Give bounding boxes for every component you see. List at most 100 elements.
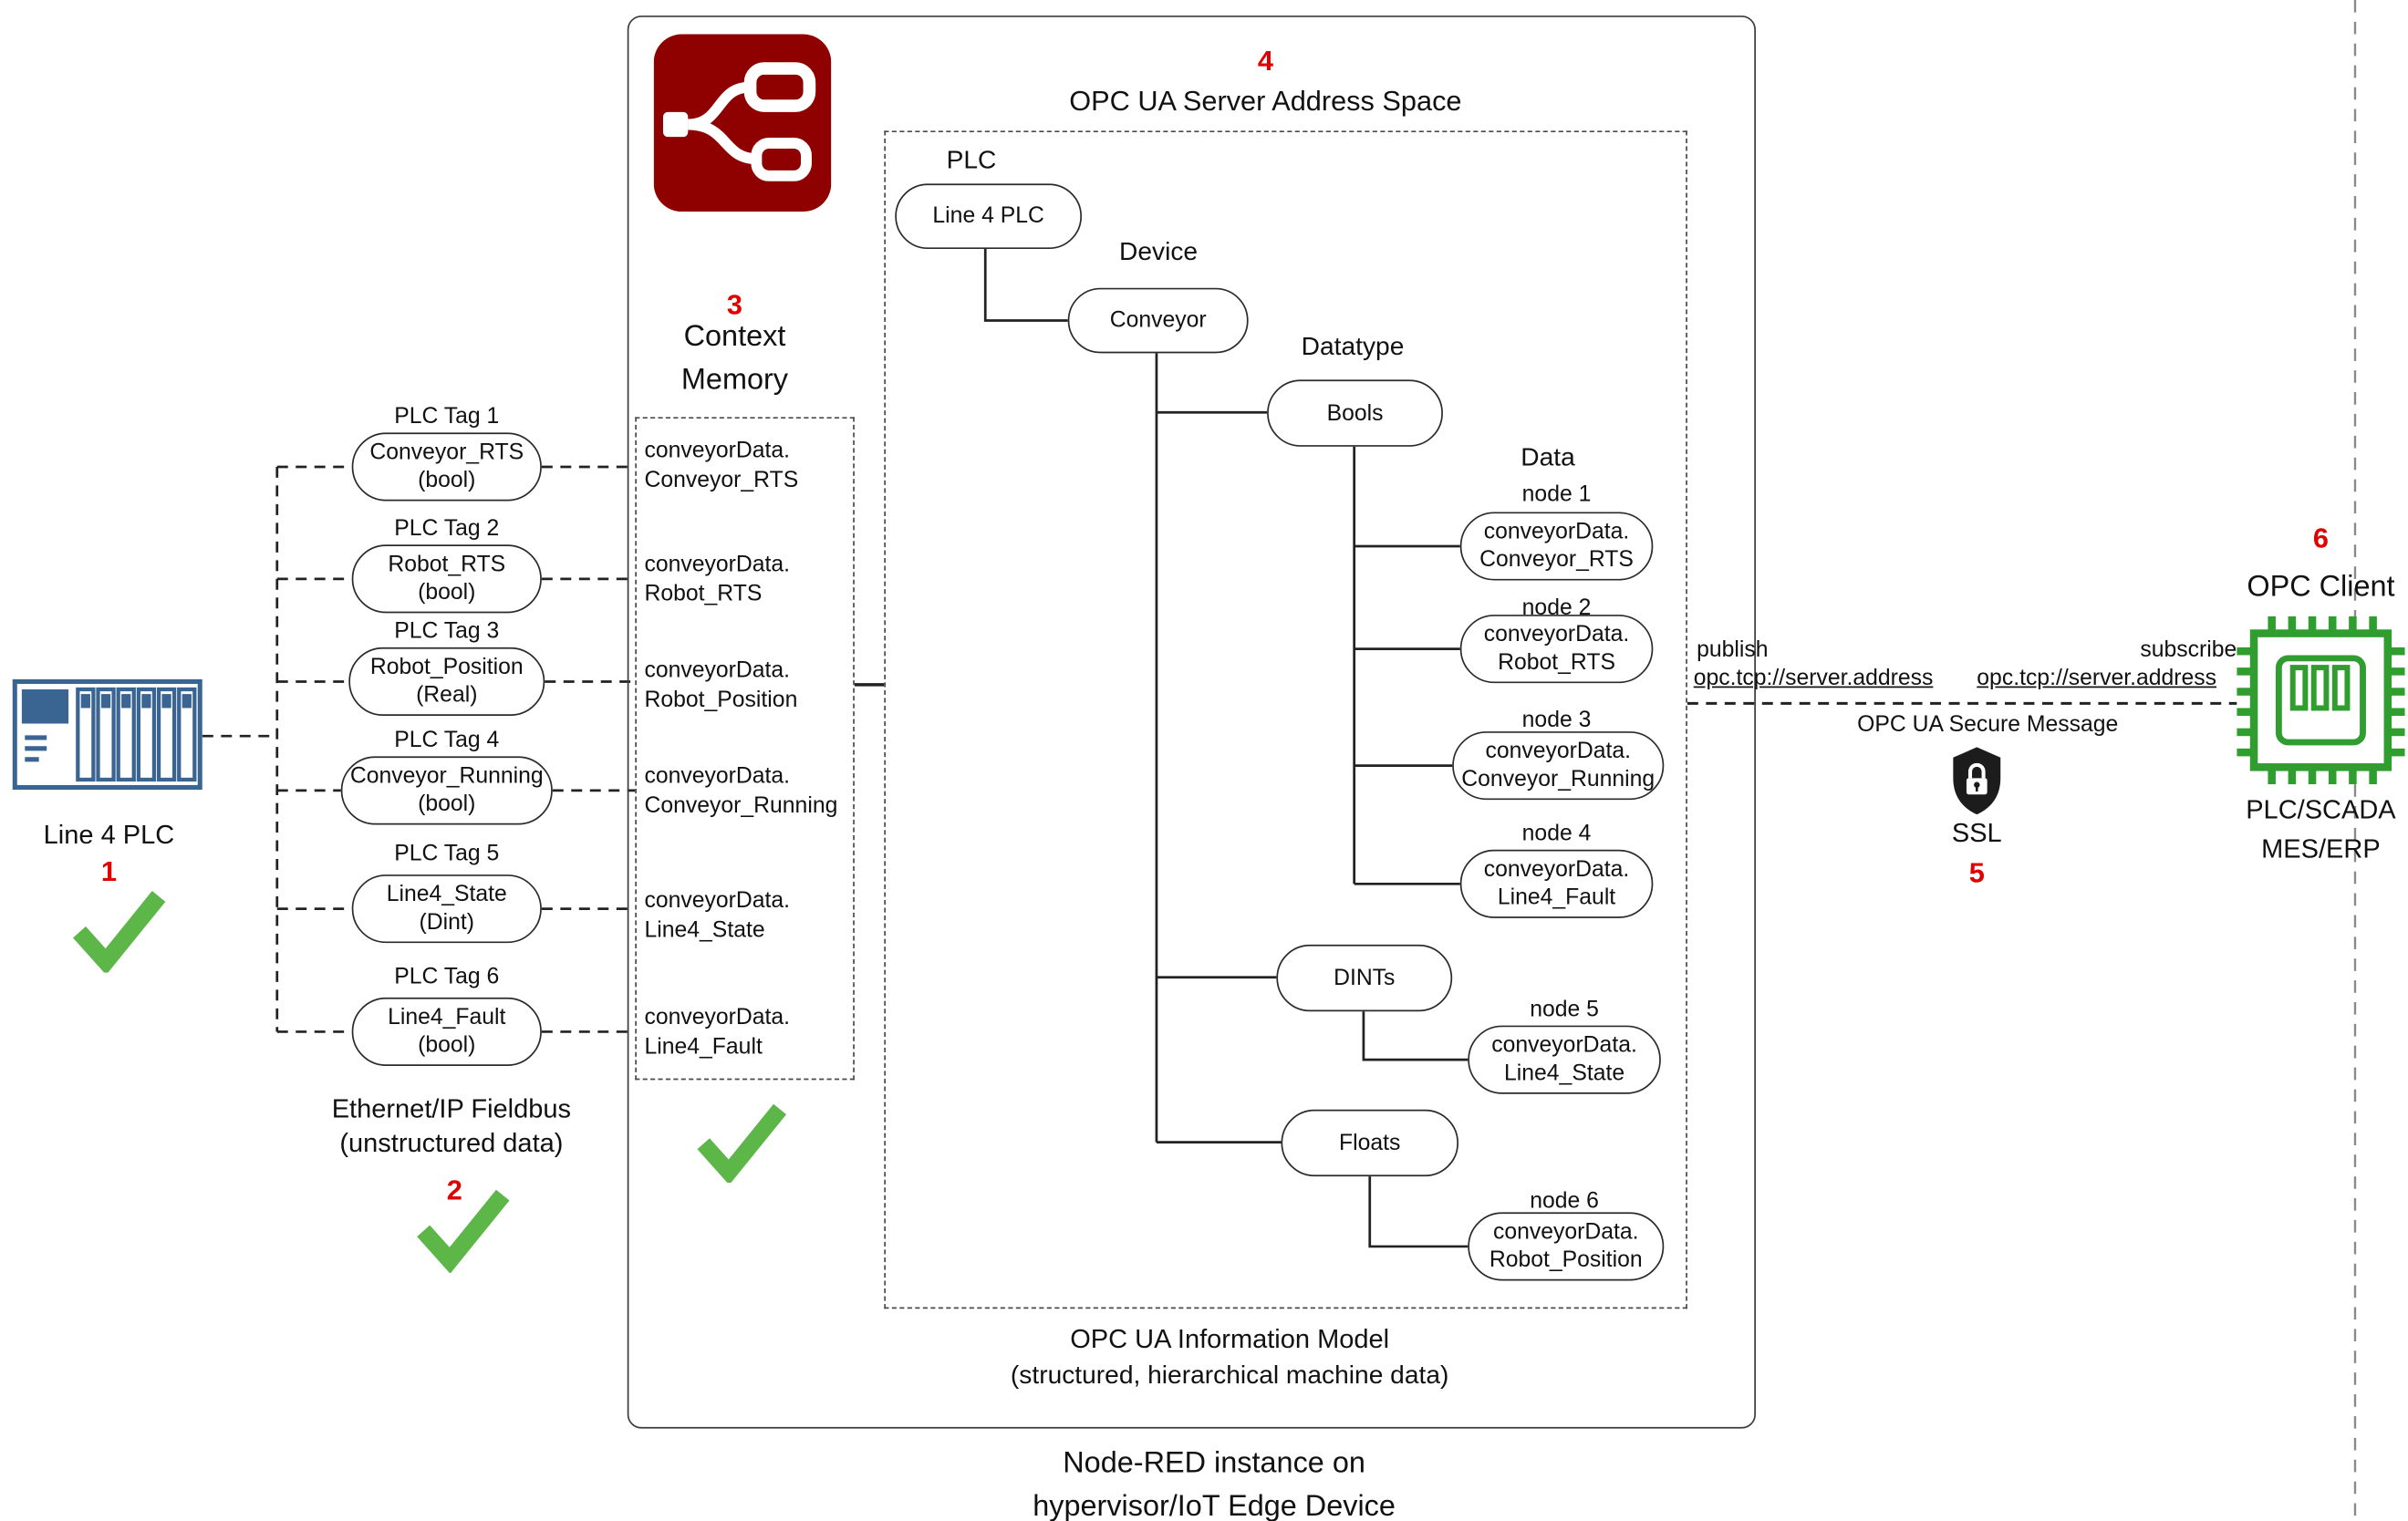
tag-5-label: PLC Tag 5	[394, 842, 500, 867]
address-space-title: OPC UA Server Address Space	[1069, 85, 1462, 117]
tag-2-oval: Robot_RTS (bool)	[351, 544, 542, 614]
level-plc-label: PLC	[946, 146, 997, 175]
step-6-number: 6	[2312, 523, 2329, 554]
step-5-number: 5	[1968, 857, 1985, 889]
tag-4-oval: Conveyor_Running (bool)	[340, 756, 553, 825]
tag-2-label: PLC Tag 2	[394, 516, 500, 542]
tree-device-node-label: Conveyor	[1109, 307, 1207, 334]
secure-message-label: OPC UA Secure Message	[1857, 712, 2119, 738]
client-caption-line1: PLC/SCADA	[2246, 795, 2396, 825]
tree-device-node: Conveyor	[1067, 287, 1249, 354]
node-5-oval: conveyorData. Line4_State	[1468, 1025, 1661, 1094]
node-6-oval: conveyorData. Robot_Position	[1468, 1212, 1665, 1281]
tag-4-type: (bool)	[418, 792, 476, 817]
node-3-label: node 3	[1521, 708, 1592, 733]
publish-address: opc.tcp://server.address	[1693, 666, 1934, 691]
tag-2-type: (bool)	[418, 580, 476, 605]
plc-label: Line 4 PLC	[43, 820, 175, 850]
context-item-2: conveyorData. Robot_RTS	[645, 551, 850, 610]
nodered-caption-line2: hypervisor/IoT Edge Device	[1033, 1490, 1396, 1521]
plc-icon	[12, 678, 202, 791]
tag-3-label: PLC Tag 3	[394, 619, 500, 645]
context-memory-title-line2: Memory	[680, 364, 789, 398]
tree-dints-label: DINTs	[1334, 965, 1396, 991]
node-6-line2: Robot_Position	[1489, 1247, 1643, 1273]
node-4-label: node 4	[1521, 822, 1592, 847]
shield-ssl-icon	[1953, 747, 2001, 815]
tree-bools-node: Bools	[1267, 379, 1443, 447]
context-memory-box	[635, 417, 855, 1081]
tag-6-label: PLC Tag 6	[394, 965, 500, 990]
node-6-label: node 6	[1530, 1188, 1599, 1215]
node-2-line1: conveyorData.	[1483, 622, 1630, 647]
level-datatype-label: Datatype	[1301, 333, 1405, 361]
node-4-oval: conveyorData. Line4_Fault	[1459, 849, 1654, 918]
context-item-1-line1: conveyorData.	[644, 439, 791, 464]
fieldbus-caption-line2: (unstructured data)	[339, 1128, 564, 1158]
node-5-line2: Line4_State	[1504, 1061, 1625, 1087]
node-1-line1: conveyorData.	[1483, 519, 1630, 545]
node-5-label: node 5	[1530, 997, 1599, 1023]
context-item-4: conveyorData. Conveyor_Running	[645, 762, 850, 822]
tag-6-name: Line4_Fault	[388, 1005, 506, 1030]
tag-6-type: (bool)	[418, 1033, 476, 1059]
opc-client-title: OPC Client	[2247, 571, 2395, 605]
publish-label: publish	[1697, 637, 1769, 663]
tag-1-name: Conveyor_RTS	[369, 440, 524, 466]
node-1-line2: Conveyor_RTS	[1479, 547, 1634, 574]
node-1-oval: conveyorData. Conveyor_RTS	[1459, 512, 1654, 581]
check-icon-fieldbus	[417, 1189, 510, 1273]
address-space-box	[884, 130, 1687, 1309]
context-item-4-line2: Conveyor_Running	[644, 793, 838, 819]
nodered-caption-line1: Node-RED instance on	[1063, 1447, 1365, 1480]
tree-dints-node: DINTs	[1276, 944, 1453, 1012]
context-item-4-line1: conveyorData.	[644, 763, 791, 790]
level-data-label: Data	[1521, 443, 1575, 472]
step-3-number: 3	[726, 289, 743, 321]
tag-1-type: (bool)	[418, 468, 476, 493]
check-icon-plc	[73, 891, 166, 973]
info-model-caption-line2: (structured, hierarchical machine data)	[1010, 1361, 1449, 1390]
tree-connectors	[983, 249, 1469, 1248]
tag-5-oval: Line4_State (Dint)	[351, 874, 542, 944]
level-device-label: Device	[1118, 238, 1199, 266]
tree-bools-label: Bools	[1326, 400, 1384, 426]
subscribe-address: opc.tcp://server.address	[1977, 666, 2216, 691]
step-4-number: 4	[1257, 45, 1273, 77]
tag-5-name: Line4_State	[386, 882, 507, 907]
node-3-line2: Conveyor_Running	[1461, 767, 1656, 792]
node-4-line1: conveyorData.	[1483, 857, 1630, 883]
context-item-2-line2: Robot_RTS	[644, 582, 763, 607]
node-2-line2: Robot_RTS	[1498, 650, 1615, 676]
tag-3-oval: Robot_Position (Real)	[348, 647, 545, 717]
tree-floats-node: Floats	[1281, 1109, 1459, 1177]
node-1-label: node 1	[1521, 482, 1592, 508]
tag-4-label: PLC Tag 4	[394, 728, 500, 753]
node-2-oval: conveyorData. Robot_RTS	[1459, 615, 1654, 684]
nodered-instance-box	[627, 16, 1756, 1429]
context-item-3-line1: conveyorData.	[644, 657, 791, 684]
check-icon-context	[697, 1103, 787, 1183]
context-item-1-line2: Conveyor_RTS	[644, 468, 799, 493]
tree-floats-label: Floats	[1339, 1130, 1401, 1156]
tree-plc-node: Line 4 PLC	[895, 183, 1083, 250]
tag-1-oval: Conveyor_RTS (bool)	[351, 432, 542, 502]
tag-3-type: (Real)	[416, 683, 478, 709]
subscribe-label: subscribe	[2140, 637, 2237, 663]
tag-3-name: Robot_Position	[369, 655, 524, 680]
context-item-6-line2: Line4_Fault	[644, 1034, 763, 1061]
node-6-line1: conveyorData.	[1492, 1219, 1639, 1246]
node-3-oval: conveyorData. Conveyor_Running	[1452, 731, 1665, 801]
step-2-number: 2	[446, 1174, 462, 1206]
tag-2-name: Robot_RTS	[388, 552, 506, 578]
node-5-line1: conveyorData.	[1491, 1033, 1637, 1059]
client-caption-line2: MES/ERP	[2261, 833, 2381, 864]
context-item-1: conveyorData. Conveyor_RTS	[645, 438, 850, 497]
context-item-6-line1: conveyorData.	[644, 1005, 791, 1030]
context-item-3-line2: Robot_Position	[644, 688, 798, 713]
ssl-label: SSL	[1951, 818, 2002, 849]
tree-plc-node-label: Line 4 PLC	[932, 203, 1044, 229]
node-red-icon	[653, 34, 832, 212]
